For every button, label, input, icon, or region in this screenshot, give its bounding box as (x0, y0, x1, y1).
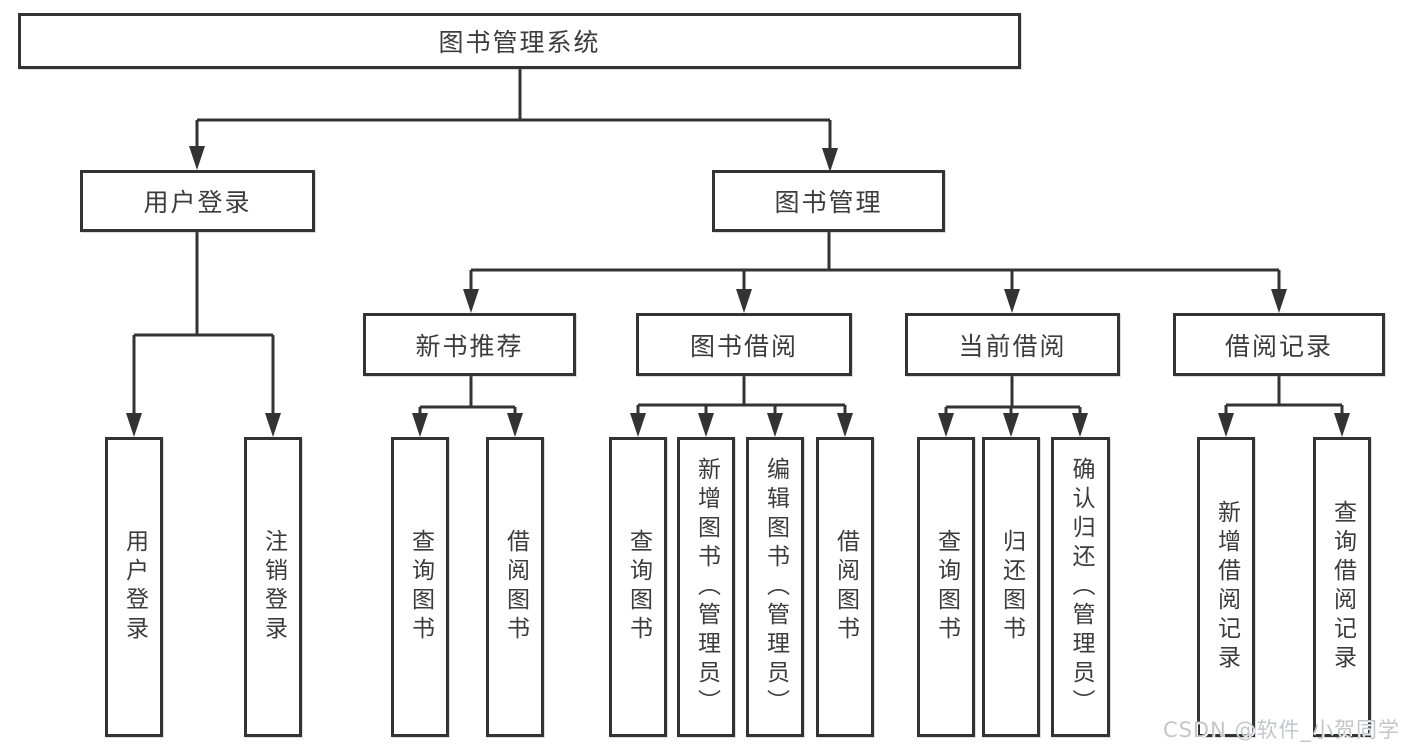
leaf-user-login: 用户登录 (105, 437, 163, 737)
leaf-borrow-books-recommend: 借阅图书 (486, 437, 544, 737)
leaf-confirm-return-admin: 确认归还（管理员） (1051, 437, 1110, 737)
node-book-management: 图书管理 (712, 170, 945, 232)
leaf-add-book-admin: 新增图书（管理员） (677, 437, 735, 737)
node-user-login: 用户登录 (80, 170, 315, 232)
node-book-borrow: 图书借阅 (636, 313, 852, 376)
node-current-borrow: 当前借阅 (905, 313, 1120, 376)
csdn-watermark: CSDN @软件_小贺同学 (1162, 718, 1400, 742)
leaf-query-books-recommend: 查询图书 (391, 437, 449, 737)
node-new-book-recommend: 新书推荐 (363, 313, 576, 376)
node-root: 图书管理系统 (18, 13, 1021, 69)
leaf-edit-book-admin: 编辑图书（管理员） (746, 437, 804, 737)
leaf-logout: 注销登录 (244, 437, 302, 737)
leaf-query-books-current: 查询图书 (917, 437, 975, 737)
leaf-query-books-borrow: 查询图书 (609, 437, 667, 737)
leaf-borrow-books: 借阅图书 (816, 437, 874, 737)
leaf-query-borrow-record: 查询借阅记录 (1313, 437, 1371, 737)
leaf-add-borrow-record: 新增借阅记录 (1197, 437, 1255, 737)
node-borrow-records: 借阅记录 (1173, 313, 1385, 376)
leaf-return-book: 归还图书 (982, 437, 1040, 737)
